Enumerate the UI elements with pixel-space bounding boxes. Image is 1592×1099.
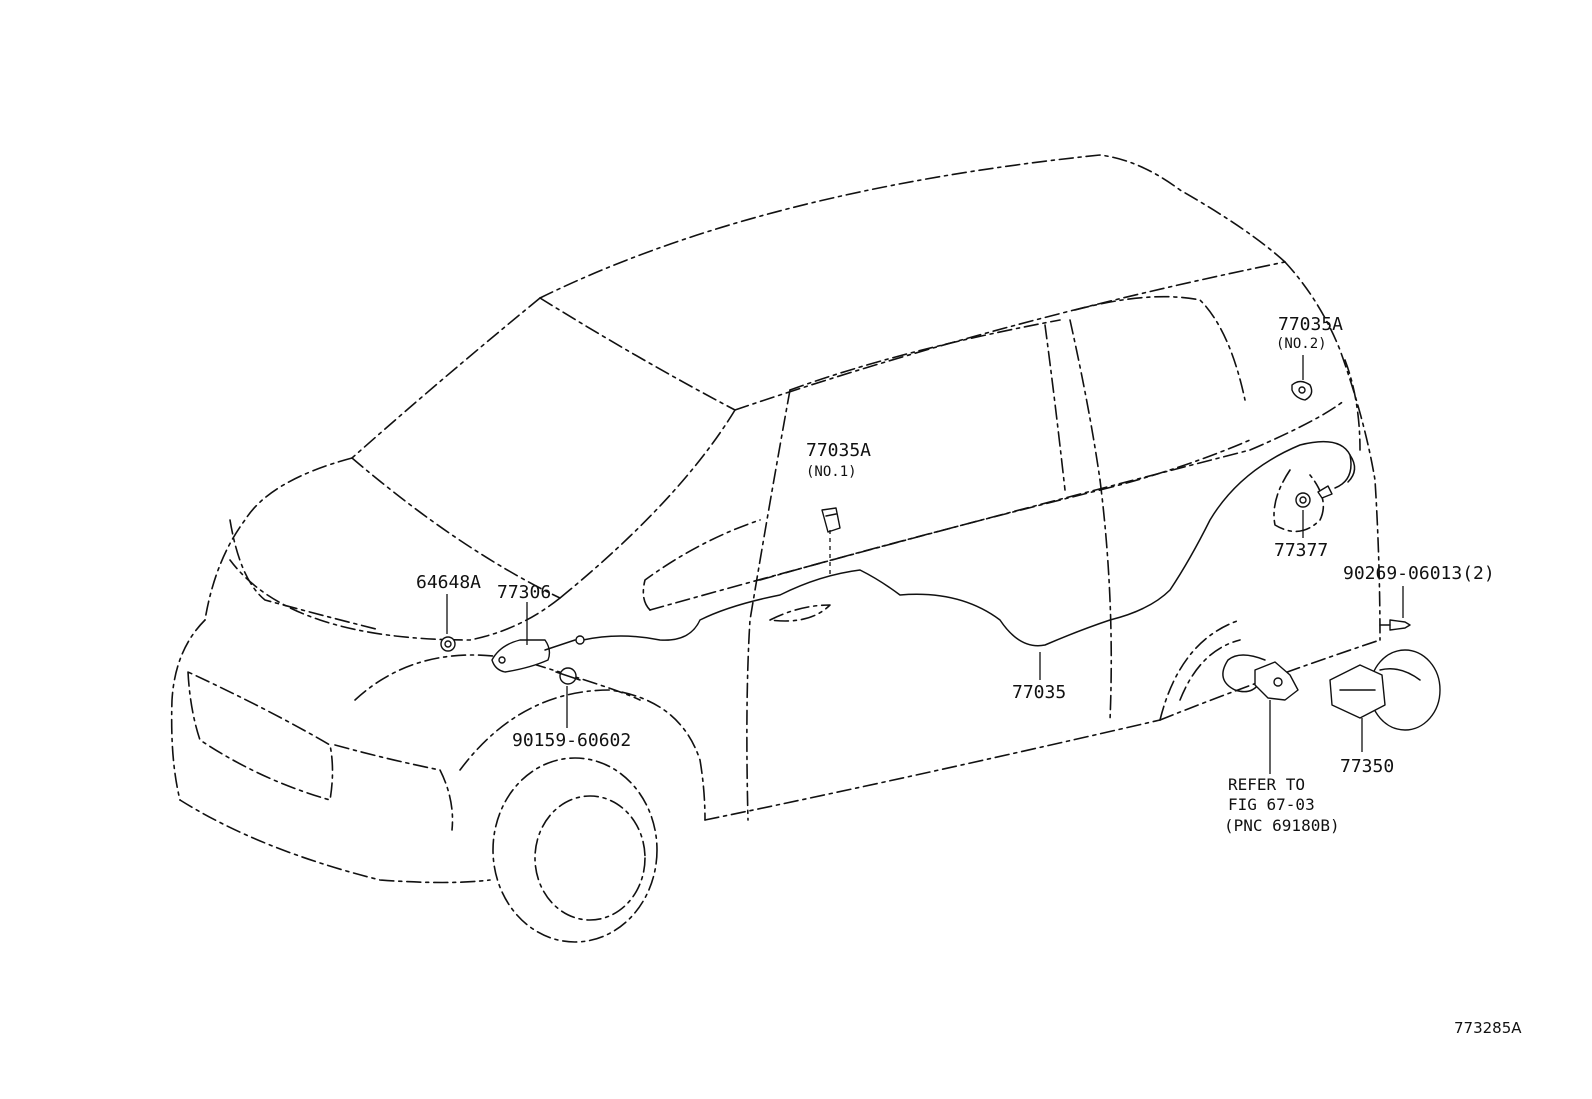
fuel-lid-cable <box>582 440 1356 647</box>
label-77035[interactable]: 77035 <box>1012 682 1066 703</box>
lever-77306[interactable] <box>491 635 585 673</box>
label-77035a-no1-sub: (NO.1) <box>806 464 857 480</box>
label-90159-60602[interactable]: 90159-60602 <box>512 730 631 751</box>
ref-note-line2[interactable]: FIG 67-03 <box>1228 795 1315 814</box>
label-64648a[interactable]: 64648A <box>416 572 481 593</box>
label-77035a-no2[interactable]: 77035A <box>1278 314 1343 335</box>
label-77035a-no1[interactable]: 77035A <box>806 440 871 461</box>
ref-note-line3: (PNC 69180B) <box>1224 816 1340 835</box>
screw-90159[interactable] <box>555 667 581 685</box>
label-77350[interactable]: 77350 <box>1340 756 1394 777</box>
ref-note-line1: REFER TO <box>1228 775 1305 794</box>
fuel-lid-77350[interactable] <box>1329 649 1441 731</box>
label-77377[interactable]: 77377 <box>1274 540 1328 561</box>
label-90269-06013[interactable]: 90269-06013(2) <box>1343 563 1495 584</box>
screw-90269[interactable] <box>1379 619 1411 631</box>
part-labels: 64648A 77306 90159-60602 77035A (NO.1) 7… <box>416 314 1495 835</box>
label-77035a-no2-sub: (NO.2) <box>1276 336 1327 352</box>
clip-64648a[interactable] <box>440 636 456 652</box>
illustration-id: 773285A <box>1454 1019 1522 1037</box>
clamp-77035a-no1[interactable] <box>821 507 841 533</box>
grommet-77377[interactable] <box>1295 485 1333 508</box>
clamp-77035a-no2[interactable] <box>1291 380 1313 401</box>
leader-lines <box>446 355 1404 774</box>
label-77306[interactable]: 77306 <box>497 582 551 603</box>
lock-assembly-69180b[interactable] <box>1222 654 1299 701</box>
vehicle-outline <box>170 154 1381 943</box>
